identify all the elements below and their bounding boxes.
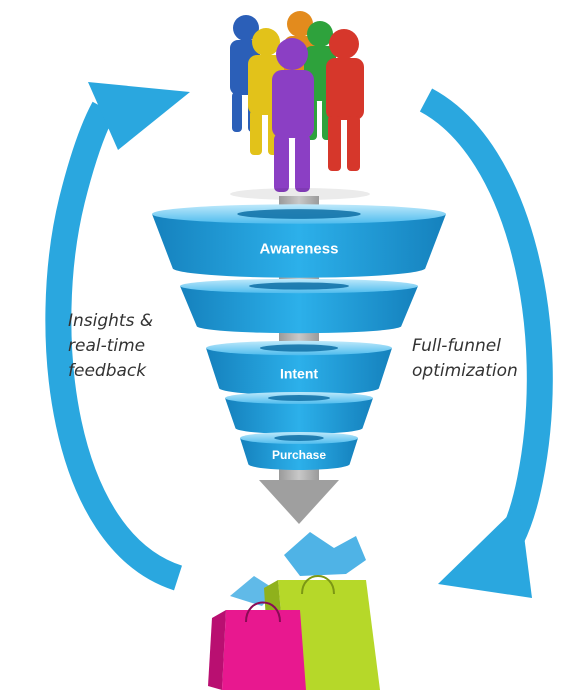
full-funnel-optimization-label: Full-funnel optimization [412, 336, 518, 381]
funnel-tier-body [206, 348, 392, 396]
people-group-icon [230, 11, 370, 200]
insights-feedback-label: Insights & real-time feedback [68, 311, 154, 381]
shopping-bags-icon [208, 532, 380, 690]
funnel-tier-5: Purchase [240, 432, 358, 470]
funnel-tier-opening [274, 435, 324, 441]
left-cycle-arrow-icon [45, 82, 190, 591]
funnel-tier-body [240, 438, 358, 470]
funnel-tier-3: Intent [206, 340, 392, 396]
funnel-tier-4 [225, 392, 373, 434]
funnel-tier-2 [180, 278, 418, 334]
right-cycle-arrow-icon [419, 88, 553, 598]
funnel-tier-opening [259, 344, 339, 352]
funnel-stage-label: Purchase [272, 448, 326, 462]
down-arrow-icon [259, 480, 339, 524]
funnel-tier-opening [237, 209, 361, 219]
funnel-tier-opening [267, 395, 331, 401]
funnel-tier-body [225, 398, 373, 434]
funnel-stage-label: Awareness [260, 241, 339, 258]
funnel-tier-body [180, 286, 418, 334]
funnel-tier-body [152, 214, 446, 278]
funnel-tier-1: Awareness [152, 204, 446, 278]
funnel-tier-opening [249, 282, 349, 290]
funnel-stage-label: Intent [280, 365, 318, 381]
